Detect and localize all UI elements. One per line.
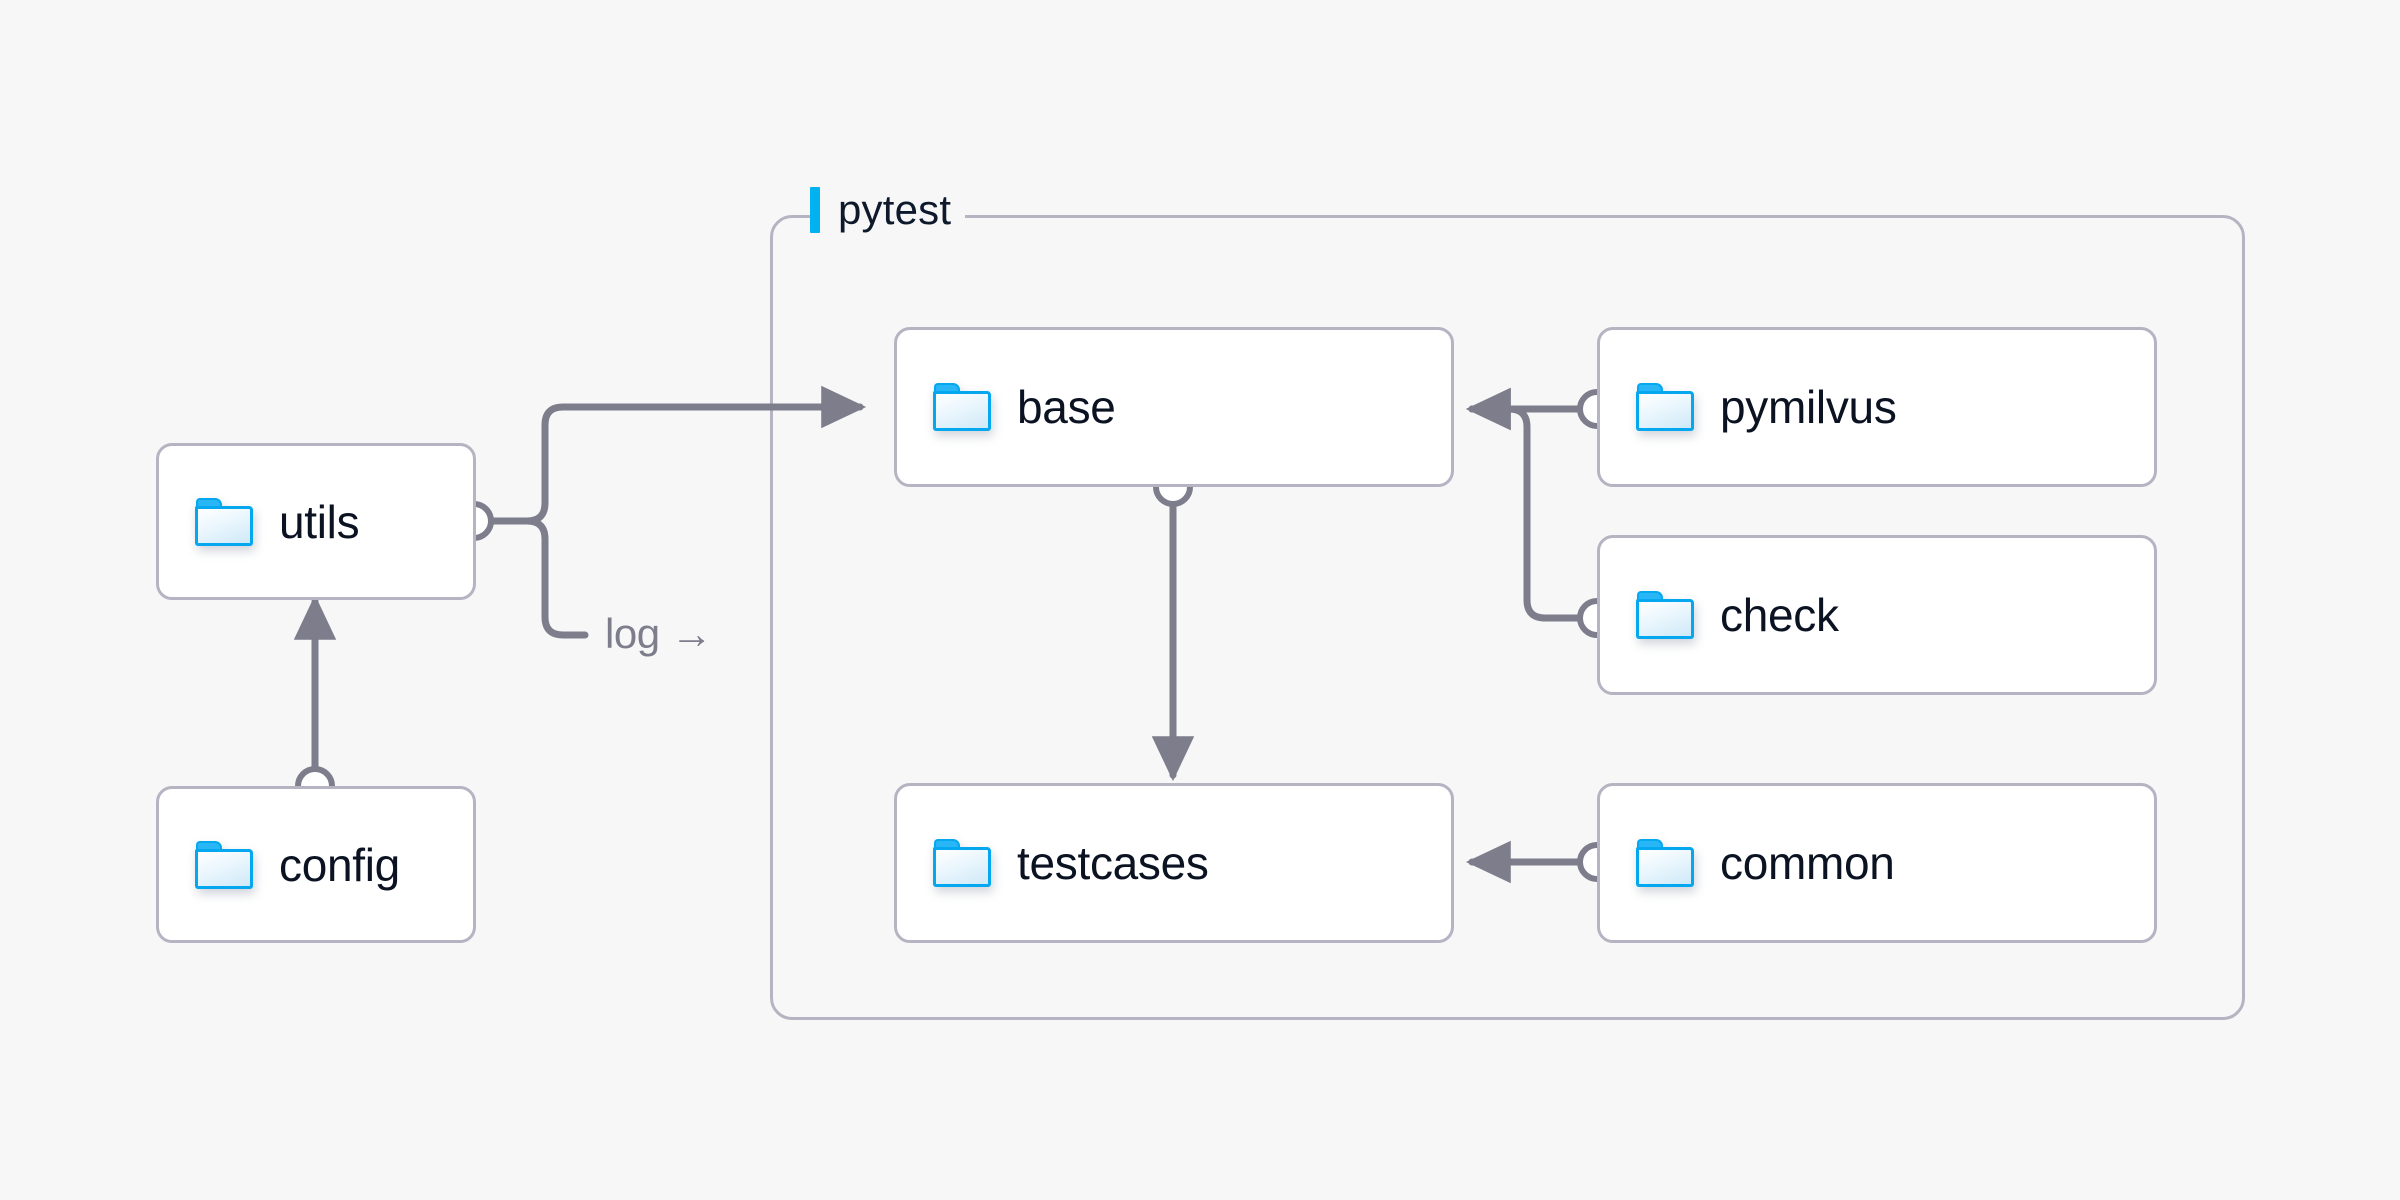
node-testcases[interactable]: testcases [894,783,1454,943]
node-label-pymilvus: pymilvus [1720,381,1897,433]
group-container-pytest [770,215,2245,1020]
node-label-utils: utils [279,495,360,548]
node-label-common: common [1720,837,1895,889]
node-common[interactable]: common [1597,783,2157,943]
folder-icon [933,839,991,887]
node-label-config: config [279,838,400,891]
node-label-check: check [1720,589,1839,641]
node-config[interactable]: config [156,786,476,943]
node-base[interactable]: base [894,327,1454,487]
edge-label-log: log → [605,610,713,657]
node-label-testcases: testcases [1017,837,1209,889]
group-label-pytest: pytest [810,182,966,238]
folder-icon [195,497,253,546]
folder-icon [195,840,253,889]
group-accent-bar [810,187,820,233]
edge-utils-to-log [483,517,589,639]
node-label-base: base [1017,381,1116,433]
group-title: pytest [838,186,952,233]
node-utils[interactable]: utils [156,443,476,600]
node-pymilvus[interactable]: pymilvus [1597,327,2157,487]
folder-icon [1636,839,1694,887]
folder-icon [933,383,991,431]
folder-icon [1636,383,1694,431]
node-check[interactable]: check [1597,535,2157,695]
folder-icon [1636,591,1694,639]
